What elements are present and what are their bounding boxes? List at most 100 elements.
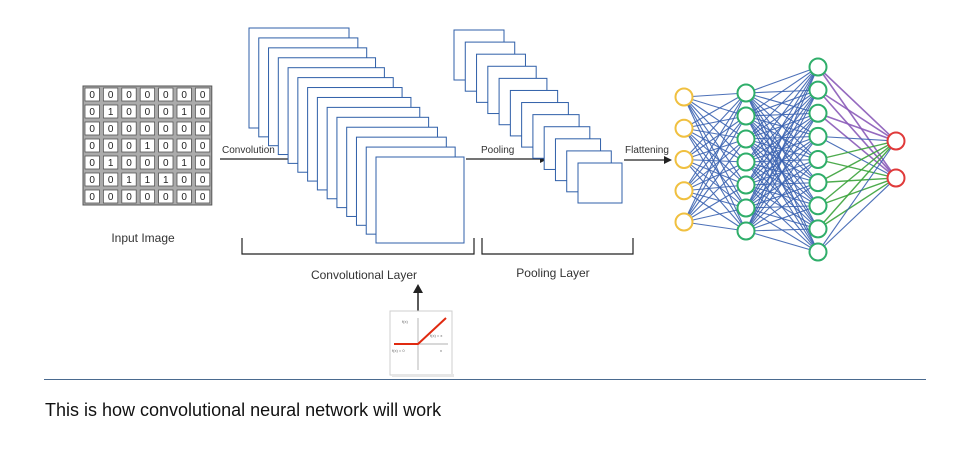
convolutional-feature-maps (248, 27, 465, 244)
network-edge (745, 66, 819, 186)
grid-cell (176, 189, 192, 204)
relu-line-label: f(x) = x (430, 333, 442, 338)
network-edge (683, 127, 747, 140)
output-neuron (886, 168, 906, 188)
grid-cell (103, 87, 119, 102)
grid-cell-value: 1 (145, 175, 151, 186)
network-edge (683, 159, 747, 232)
network-edge (817, 177, 897, 253)
grid-cell-value: 0 (126, 107, 132, 118)
network-edge (683, 115, 747, 129)
grid-cell (176, 172, 192, 187)
grid-cell (176, 104, 192, 119)
network-edge (683, 138, 747, 161)
input-neuron (674, 87, 694, 107)
grid-cell-value: 0 (200, 158, 206, 169)
grid-cell (103, 155, 119, 170)
input-neuron (674, 150, 694, 169)
network-edge (745, 66, 819, 140)
network-edge (683, 96, 747, 209)
network-edge (817, 112, 897, 179)
network-edge (683, 190, 747, 232)
grid-cell-value: 0 (200, 90, 206, 101)
grid-cell-value: 0 (89, 90, 95, 101)
network-edge (745, 159, 819, 232)
network-edge (745, 66, 819, 94)
grid-cell-value: 0 (145, 158, 151, 169)
divider-line (44, 379, 926, 380)
network-edge (683, 138, 747, 223)
input-neuron (674, 118, 694, 138)
network-edge (817, 135, 897, 142)
grid-cell (158, 121, 174, 136)
hidden-neuron (808, 80, 828, 100)
grid-cell-value: 0 (108, 175, 114, 186)
network-edge (745, 66, 819, 209)
feature-map-card (375, 156, 465, 244)
grid-cell (121, 189, 137, 204)
grid-cell-value: 0 (200, 107, 206, 118)
hidden-neuron (808, 242, 828, 262)
network-edge (683, 92, 747, 223)
grid-cell-value: 0 (163, 90, 169, 101)
grid-cell (84, 87, 100, 102)
output-neuron (886, 131, 906, 151)
network-edge (817, 140, 897, 253)
network-edge (683, 184, 747, 223)
grid-cell-value: 1 (181, 158, 187, 169)
network-edge (817, 177, 897, 230)
grid-cell (121, 138, 137, 153)
network-edge (683, 184, 747, 192)
pooling-layer-bracket (481, 238, 634, 255)
grid-cell-value: 1 (181, 107, 187, 118)
grid-cell-value: 0 (126, 158, 132, 169)
grid-cell (84, 104, 100, 119)
hidden-neuron (736, 221, 756, 241)
convolutional-layer-bracket (241, 238, 475, 255)
relu-flat-label: f(x) = 0 (392, 348, 405, 353)
network-edge (745, 89, 819, 232)
grid-cell-value: 0 (145, 107, 151, 118)
network-edge (817, 135, 897, 179)
hidden-neuron (736, 198, 756, 218)
grid-cell (103, 104, 119, 119)
network-edge (745, 228, 819, 232)
relu-plot: f(x) f(x) = x f(x) = 0 x (389, 310, 454, 377)
network-edge (683, 158, 747, 163)
network-edge (745, 205, 819, 232)
grid-cell-value: 1 (163, 175, 169, 186)
network-edge (683, 92, 747, 98)
flattening-label: Flattening (625, 145, 669, 156)
grid-cell (158, 155, 174, 170)
network-edge (745, 66, 819, 232)
network-edge (683, 115, 747, 160)
grid-cell-value: 0 (126, 192, 132, 203)
grid-cell (103, 138, 119, 153)
network-edge (817, 140, 897, 184)
grid-cell-value: 0 (163, 124, 169, 135)
relu-curve (394, 317, 447, 345)
network-edge (817, 177, 897, 184)
network-edge (683, 96, 747, 117)
grid-cell-value: 0 (163, 141, 169, 152)
hidden-neuron (808, 173, 828, 193)
network-edge (683, 115, 747, 192)
network-edge (817, 177, 897, 207)
network-edge (683, 221, 747, 232)
grid-cell (158, 172, 174, 187)
grid-cell (139, 189, 155, 204)
hidden-neuron (736, 83, 756, 103)
grid-cell (194, 155, 211, 170)
network-edge (817, 140, 897, 161)
network-edge (683, 92, 747, 160)
grid-cell (84, 155, 100, 170)
grid-cell-value: 0 (126, 141, 132, 152)
network-edge (683, 158, 747, 186)
grid-cell (176, 121, 192, 136)
hidden-neuron (808, 150, 828, 169)
grid-cell-value: 0 (181, 192, 187, 203)
network-connections (683, 66, 897, 253)
grid-cell-value: 0 (108, 124, 114, 135)
grid-cell (121, 155, 137, 170)
network-edge (683, 161, 747, 192)
